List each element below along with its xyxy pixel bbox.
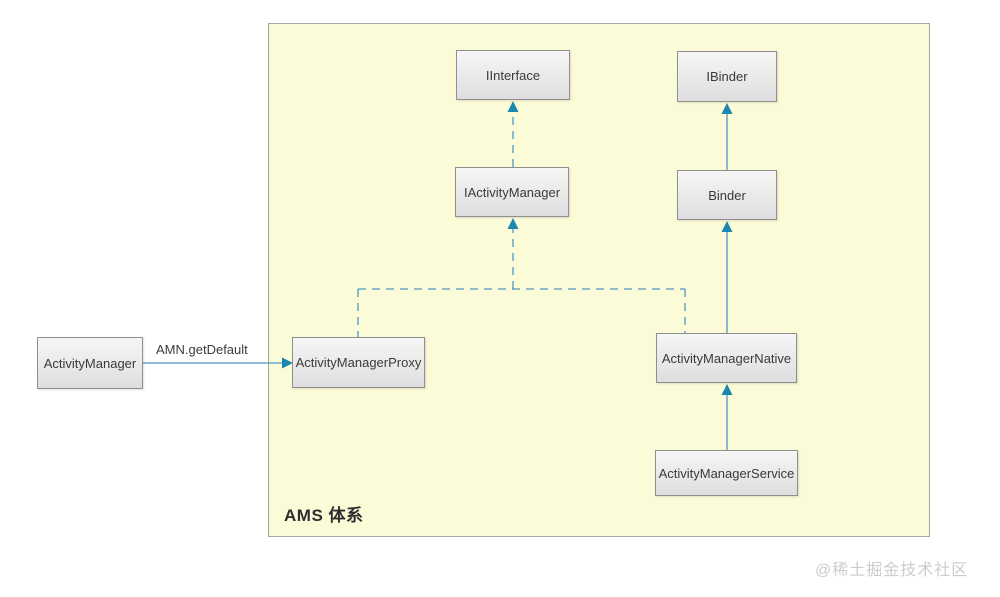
node-iactivitymanager: IActivityManager	[455, 167, 569, 217]
node-activitymanager: ActivityManager	[37, 337, 143, 389]
node-binder: Binder	[677, 170, 777, 220]
node-activitymanagerproxy: ActivityManagerProxy	[292, 337, 425, 388]
watermark: @稀土掘金技术社区	[815, 562, 969, 579]
node-activitymanagerservice: ActivityManagerService	[655, 450, 798, 496]
ams-container-box: AMS 体系	[268, 23, 930, 537]
node-ibinder: IBinder	[677, 51, 777, 102]
edge-label-amn-getdefault: AMN.getDefault	[156, 342, 248, 357]
node-iinterface: IInterface	[456, 50, 570, 100]
container-label: AMS 体系	[284, 506, 364, 525]
node-activitymanagernative: ActivityManagerNative	[656, 333, 797, 383]
